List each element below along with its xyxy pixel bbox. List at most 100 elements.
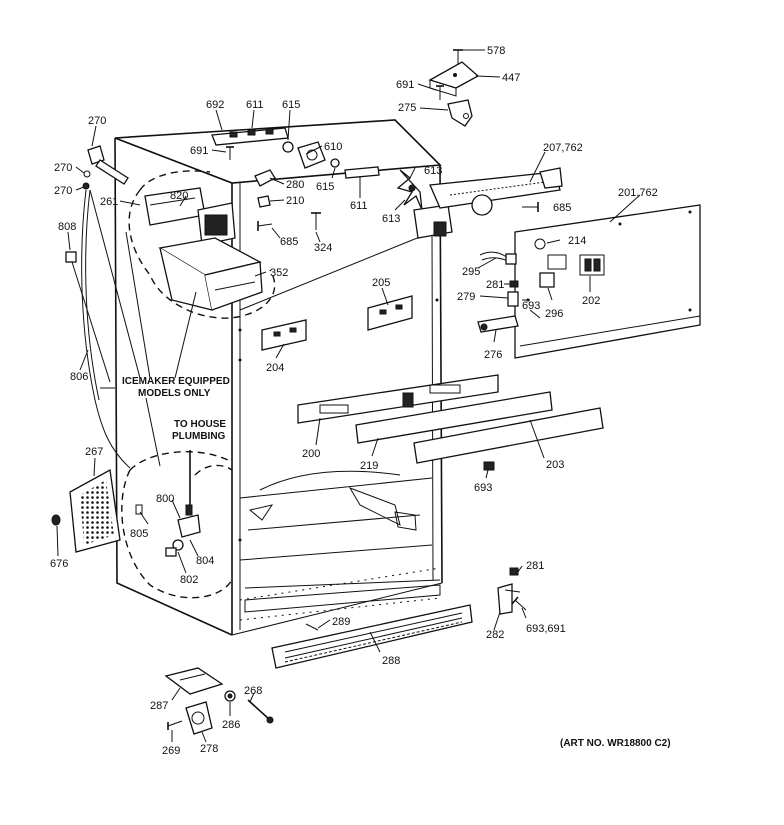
callout-278: 278 bbox=[200, 743, 218, 755]
water-valve-800 bbox=[165, 504, 201, 557]
notes: ICEMAKER EQUIPPED MODELS ONLY TO HOUSE P… bbox=[122, 376, 671, 749]
callout-805: 805 bbox=[130, 528, 148, 540]
callout-205: 205 bbox=[372, 277, 390, 289]
callout-610: 610 bbox=[324, 141, 342, 153]
callout-202: 202 bbox=[582, 295, 600, 307]
part-805 bbox=[135, 504, 143, 515]
icemaker-note-line1: ICEMAKER EQUIPPED bbox=[122, 376, 230, 387]
callout-611-top: 611 bbox=[246, 99, 264, 111]
callout-615-top: 615 bbox=[282, 99, 300, 111]
icemaker-outline bbox=[121, 170, 276, 599]
rail-219 bbox=[355, 391, 553, 444]
icemaker-note-line2: MODELS ONLY bbox=[138, 388, 211, 399]
callout-219: 219 bbox=[360, 460, 378, 472]
callout-207-762: 207,762 bbox=[543, 142, 583, 154]
callout-615-mid: 615 bbox=[316, 181, 334, 193]
callout-281-top: 281 bbox=[486, 279, 504, 291]
callout-820: 820 bbox=[170, 190, 188, 202]
callout-204: 204 bbox=[266, 362, 284, 374]
callout-261: 261 bbox=[100, 196, 118, 208]
part-611-lower bbox=[344, 166, 380, 179]
callout-281-low: 281 bbox=[526, 560, 544, 572]
art-number: (ART NO. WR18800 C2) bbox=[560, 738, 671, 749]
screw-685-left bbox=[257, 221, 273, 231]
bracket-610 bbox=[297, 141, 326, 169]
water-line-806 bbox=[81, 189, 131, 469]
callout-693-mid: 693 bbox=[474, 482, 492, 494]
screw-281-low bbox=[509, 567, 519, 576]
callout-270-a: 270 bbox=[88, 115, 106, 127]
callout-802: 802 bbox=[180, 574, 198, 586]
screw-578 bbox=[453, 49, 463, 64]
rail-200 bbox=[297, 374, 499, 424]
callout-693-691: 693,691 bbox=[526, 623, 566, 635]
plumbing-note-line1: TO HOUSE bbox=[174, 419, 226, 430]
callout-276: 276 bbox=[484, 349, 502, 361]
callout-288: 288 bbox=[382, 655, 400, 667]
callout-685-right: 685 bbox=[553, 202, 571, 214]
callout-282: 282 bbox=[486, 629, 504, 641]
screw-693-low bbox=[511, 596, 527, 611]
callout-269: 269 bbox=[162, 745, 180, 757]
callout-labels: 578 447 691 275 692 611 615 691 610 615 … bbox=[50, 45, 658, 757]
callout-295: 295 bbox=[462, 266, 480, 278]
callout-286: 286 bbox=[222, 719, 240, 731]
harness-295 bbox=[479, 251, 517, 265]
callout-691-left: 691 bbox=[190, 145, 208, 157]
plate-287 bbox=[164, 667, 224, 695]
screw-289 bbox=[305, 623, 319, 631]
callout-214: 214 bbox=[568, 235, 586, 247]
callout-203: 203 bbox=[546, 459, 564, 471]
callout-611-mid: 611 bbox=[350, 200, 368, 212]
motor-613 bbox=[413, 204, 453, 239]
callout-806: 806 bbox=[70, 371, 88, 383]
plumbing-note-line2: PLUMBING bbox=[172, 431, 226, 442]
part-280 bbox=[254, 169, 276, 187]
callout-693-top: 693 bbox=[522, 300, 540, 312]
callout-279: 279 bbox=[457, 291, 475, 303]
callout-800: 800 bbox=[156, 493, 174, 505]
callout-270-c: 270 bbox=[54, 185, 72, 197]
callout-447: 447 bbox=[502, 72, 520, 84]
callout-201-762: 201,762 bbox=[618, 187, 658, 199]
callout-691-top: 691 bbox=[396, 79, 414, 91]
bolt-268 bbox=[247, 699, 274, 724]
callout-270-b: 270 bbox=[54, 162, 72, 174]
valve-808 bbox=[65, 251, 77, 263]
callout-268: 268 bbox=[244, 685, 262, 697]
callout-275: 275 bbox=[398, 102, 416, 114]
bracket-282 bbox=[497, 583, 521, 615]
grille-267 bbox=[69, 468, 121, 553]
part-281-279 bbox=[507, 280, 541, 319]
callout-287: 287 bbox=[150, 700, 168, 712]
control-207 bbox=[429, 167, 563, 216]
icemaker-820 bbox=[144, 187, 236, 246]
callout-280: 280 bbox=[286, 179, 304, 191]
screw-691-left bbox=[226, 146, 234, 160]
screw-693-mid bbox=[483, 461, 495, 471]
callout-210: 210 bbox=[286, 195, 304, 207]
callout-804: 804 bbox=[196, 555, 214, 567]
screw-269 bbox=[167, 720, 183, 730]
screw-676 bbox=[51, 514, 61, 526]
callout-352: 352 bbox=[270, 267, 288, 279]
callout-676: 676 bbox=[50, 558, 68, 570]
callout-808: 808 bbox=[58, 221, 76, 233]
leader-lines bbox=[56, 49, 641, 743]
fan-613 bbox=[396, 169, 423, 211]
screw-210 bbox=[257, 195, 271, 208]
callout-613-top: 613 bbox=[424, 165, 442, 177]
ice-bin-352 bbox=[158, 237, 263, 311]
callout-296: 296 bbox=[545, 308, 563, 320]
callout-267: 267 bbox=[85, 446, 103, 458]
top-cap-447 bbox=[428, 61, 480, 97]
callout-578: 578 bbox=[487, 45, 505, 57]
callout-289: 289 bbox=[332, 616, 350, 628]
callout-613-low: 613 bbox=[382, 213, 400, 225]
callout-200: 200 bbox=[302, 448, 320, 460]
nut-286 bbox=[224, 690, 236, 702]
bracket-205 bbox=[367, 295, 413, 331]
damper-276 bbox=[477, 315, 519, 333]
screw-685-right bbox=[522, 202, 539, 212]
